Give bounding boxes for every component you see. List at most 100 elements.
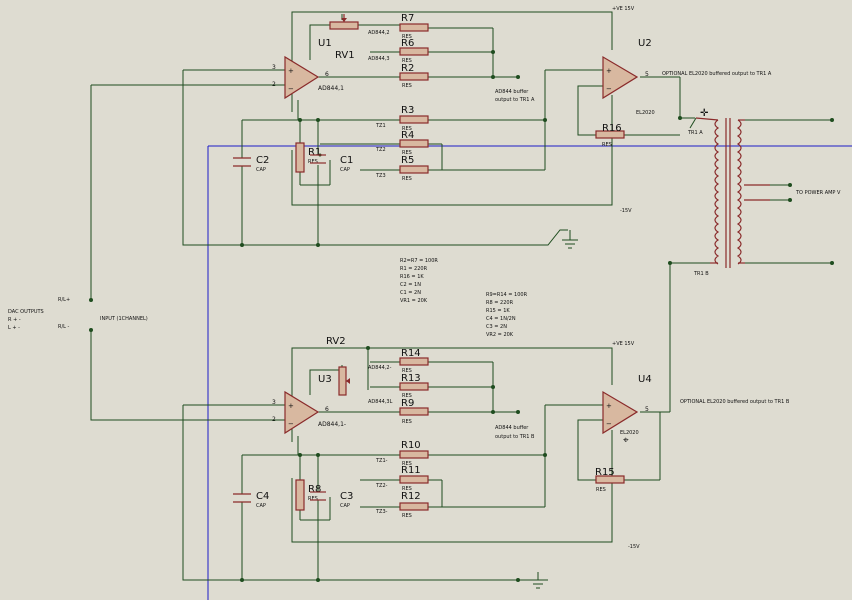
r7-type: RES [402,34,412,40]
r13-type: RES [402,393,412,399]
u3-pin-6: 6 [325,406,329,413]
buffer-note-top-2: output to TR1 A [495,97,535,103]
r14-label: R14 [401,348,421,359]
r16-type: RES [602,142,612,148]
r14-type: RES [402,368,412,374]
r9-type: RES [402,419,412,425]
transformer-tr1[interactable] [695,117,770,268]
r16-resistor [595,130,625,139]
svg-text:+: + [288,402,294,410]
u3-pin-label: AD844,1- [318,421,346,428]
c4-label: C4 [256,491,269,502]
svg-text:R16 = 1K: R16 = 1K [400,274,424,280]
c3-label: C3 [340,491,353,502]
r5-label: R5 [401,155,414,166]
r6-label: R6 [401,38,414,49]
rv2-tap2: AD844,3L [368,399,393,405]
c3-capacitor[interactable] [310,491,326,501]
rv1-potentiometer[interactable] [329,14,359,30]
blue-guide-lines [207,145,852,600]
c2-label: C2 [256,155,269,166]
r10-resistor [399,450,429,459]
rv2-potentiometer[interactable] [338,366,350,396]
r2-label: R2 [401,63,414,74]
u3-pin-2: 2 [272,416,276,423]
c4-type: CAP [256,503,266,509]
r1-label: R1 [308,147,321,158]
u3-opamp[interactable]: + − [284,390,320,435]
bottom-channel-wires [90,330,671,581]
rl-plus-label: R/L+ [58,297,70,303]
ground-symbol-top [562,239,578,249]
vminus-bottom: -15V [628,544,640,550]
u4-pin-5: 5 [645,406,649,413]
svg-text:+: + [606,67,612,75]
svg-text:VR1 = 20K: VR1 = 20K [400,298,428,304]
top-channel-wires [91,11,832,385]
rv1-tap2: AD844,3 [368,56,390,62]
r4-type: RES [402,150,412,156]
u1-opamp[interactable]: + − [284,55,320,100]
resistors-top[interactable] [295,23,625,174]
svg-text:C3 = 2N: C3 = 2N [486,324,507,330]
plus-marker: ✛ [700,108,709,119]
u3-label: U3 [318,374,332,385]
rl-minus-label: R/L - [58,324,70,330]
svg-text:+: + [606,402,612,410]
r3-label: R3 [401,105,414,116]
values-block-bottom: R9=R14 = 100R R8 = 220R R15 = 1K C4 = 1N… [486,292,528,338]
r16-label: R16 [602,123,622,134]
svg-text:−: − [288,420,294,428]
c1-label: C1 [340,155,353,166]
r4-label: R4 [401,130,414,141]
input-label: INPUT (1CHANNEL) [100,316,148,322]
r9-label: R9 [401,398,414,409]
tz3-label: TZ3 [375,173,386,179]
svg-text:−: − [606,85,612,93]
r2-type: RES [402,83,412,89]
r13-resistor [399,382,429,391]
u2-opamp[interactable]: + − [602,55,639,100]
dac-label-1: DAC OUTPUTS [8,309,44,315]
svg-text:C4 = 1N/2N: C4 = 1N/2N [486,316,516,322]
c2-capacitor[interactable] [233,157,251,167]
svg-text:+: + [288,67,294,75]
r11-resistor [399,475,429,484]
u4-opamp[interactable]: + − [602,390,639,435]
u3-pin-3: 3 [272,399,276,406]
c4-capacitor[interactable] [233,493,251,503]
svg-text:C2 = 1N: C2 = 1N [400,282,421,288]
buffer-note-bottom-1: AD844 buffer [495,425,529,431]
input-wires [90,85,285,421]
r3-type: RES [402,126,412,132]
svg-text:R9=R14 = 100R: R9=R14 = 100R [486,292,528,298]
pin-3: 3 [272,64,276,71]
u4-target-marker[interactable]: ⌖ [623,435,629,446]
optional-note-top: OPTIONAL EL2020 buffered output to TR1 A [662,71,772,77]
r15-label: R15 [595,467,615,478]
bottom-junctions [240,346,547,582]
r3-resistor [399,115,429,124]
u2-pin-5: 5 [645,71,649,78]
power-amp-label: TO POWER AMP V [795,190,841,196]
dac-label-2: R + - [8,317,21,323]
svg-text:−: − [606,420,612,428]
rv1-label: RV1 [335,50,355,61]
u1-label: U1 [318,38,332,49]
r12-resistor [399,502,429,511]
svg-text:R1 = 220R: R1 = 220R [400,266,428,272]
top-junctions [89,50,834,332]
c1-capacitor[interactable] [310,154,326,164]
rv2-tap1: AD844,2- [368,365,392,371]
values-block-top: R2=R7 = 100R R1 = 220R R16 = 1K C2 = 1N … [400,258,438,304]
r6-resistor [399,47,429,56]
u4-part: EL2020 [620,430,639,436]
resistors-bottom[interactable] [295,357,625,511]
optional-note-bottom: OPTIONAL EL2020 buffered output to TR1 B [680,399,790,405]
r1-type: RES [308,159,318,165]
c1-type: CAP [340,167,350,173]
r15-type: RES [596,487,606,493]
tr1b-label: TR1 B [693,271,709,277]
u4-label: U4 [638,374,652,385]
